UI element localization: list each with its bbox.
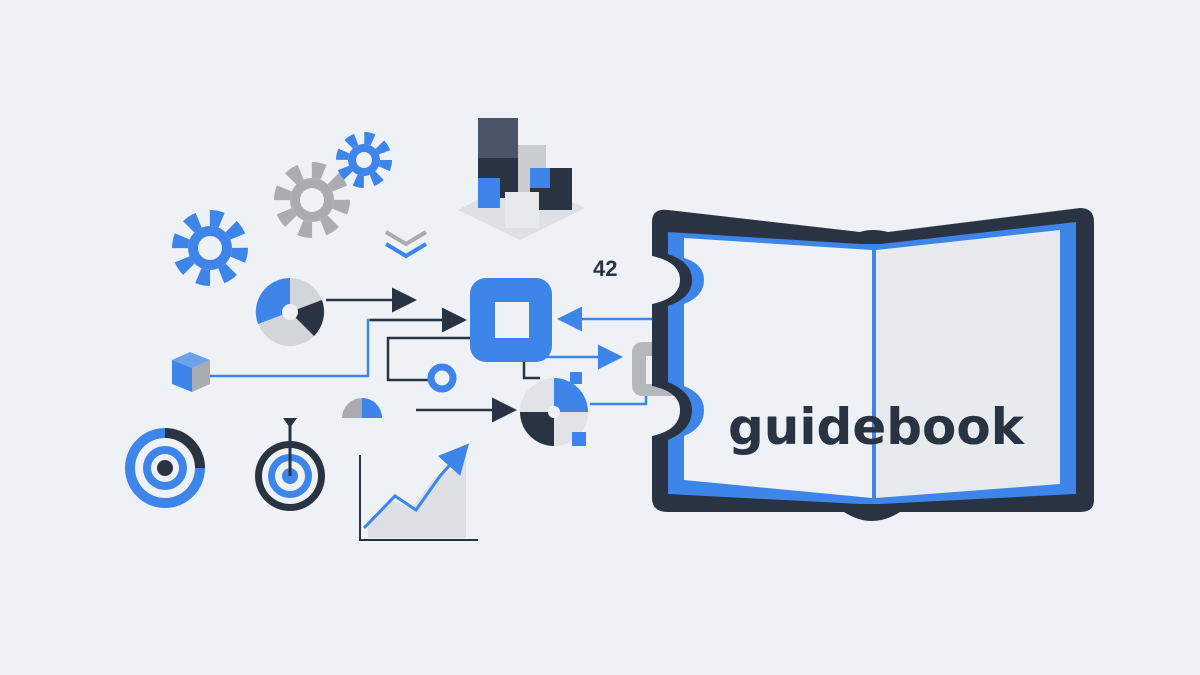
segmented-circle-icon <box>520 372 588 446</box>
bullseye-arrow-icon <box>255 418 325 511</box>
gear-icon-blue-small <box>336 132 392 188</box>
growth-chart-icon <box>359 443 478 541</box>
target-icon <box>125 428 205 508</box>
gear-icon-gray <box>274 162 350 238</box>
book-title: guidebook <box>728 398 1026 456</box>
chevron-down-icon <box>384 230 428 259</box>
blue-process-node <box>470 278 552 362</box>
cube-stack-icon <box>458 118 585 240</box>
ring-icon <box>427 363 457 393</box>
number-label: 42 <box>593 256 617 281</box>
open-book <box>652 208 1094 521</box>
cube-icon-small <box>172 352 210 392</box>
gear-icon-blue-large <box>172 210 248 286</box>
pie-chart-icon <box>255 277 325 346</box>
half-gauge-icon <box>342 398 382 418</box>
